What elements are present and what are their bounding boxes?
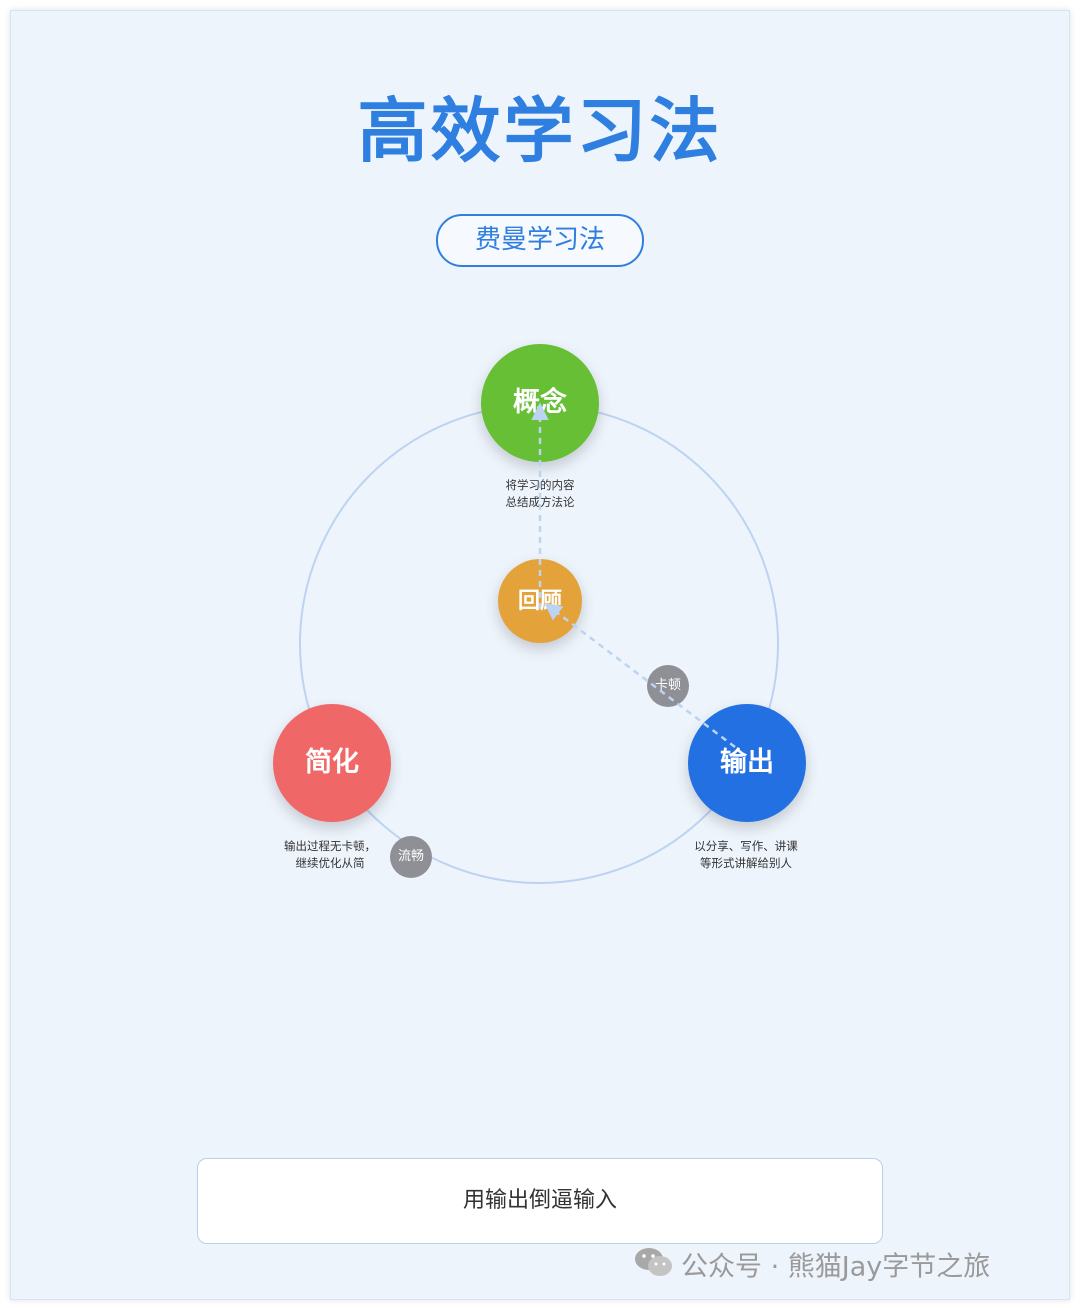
- output-desc-line-1: 以分享、写作、讲课: [694, 839, 798, 853]
- page-title: 高效学习法: [357, 89, 723, 172]
- simplify-label: 简化: [305, 747, 359, 778]
- watermark-text: 公众号 · 熊猫Jay字节之旅: [681, 1251, 991, 1283]
- output-desc-line-2: 等形式讲解给别人: [700, 856, 792, 870]
- page-card: 高效学习法 费曼学习法 概念 将学习的内容 总结成方法论 回顾 简化 输出过程无…: [10, 10, 1070, 1300]
- conclusion-box: 用输出倒逼输入: [197, 1158, 883, 1244]
- output-label: 输出: [720, 747, 774, 778]
- concept-desc-line-1: 将学习的内容: [505, 478, 575, 492]
- concept-node: 概念: [481, 344, 599, 462]
- watermark: 公众号 · 熊猫Jay字节之旅: [633, 1245, 990, 1285]
- concept-desc-line-2: 总结成方法论: [505, 495, 575, 509]
- simplify-node: 简化: [273, 704, 391, 822]
- concept-description: 将学习的内容 总结成方法论: [480, 477, 600, 511]
- simplify-description: 输出过程无卡顿， 继续优化从简: [265, 838, 395, 872]
- cycle-ring: [299, 404, 779, 884]
- concept-label: 概念: [513, 387, 567, 418]
- review-node: 回顾: [498, 559, 582, 643]
- simplify-desc-line-2: 继续优化从简: [295, 856, 365, 870]
- output-description: 以分享、写作、讲课 等形式讲解给别人: [676, 838, 816, 872]
- wechat-icon: [633, 1245, 675, 1291]
- output-node: 输出: [688, 704, 806, 822]
- review-label: 回顾: [517, 588, 562, 614]
- stuck-badge: 卡顿: [647, 665, 689, 707]
- method-pill: 费曼学习法: [436, 214, 644, 267]
- simplify-desc-line-1: 输出过程无卡顿，: [284, 839, 376, 853]
- smooth-badge: 流畅: [390, 836, 432, 878]
